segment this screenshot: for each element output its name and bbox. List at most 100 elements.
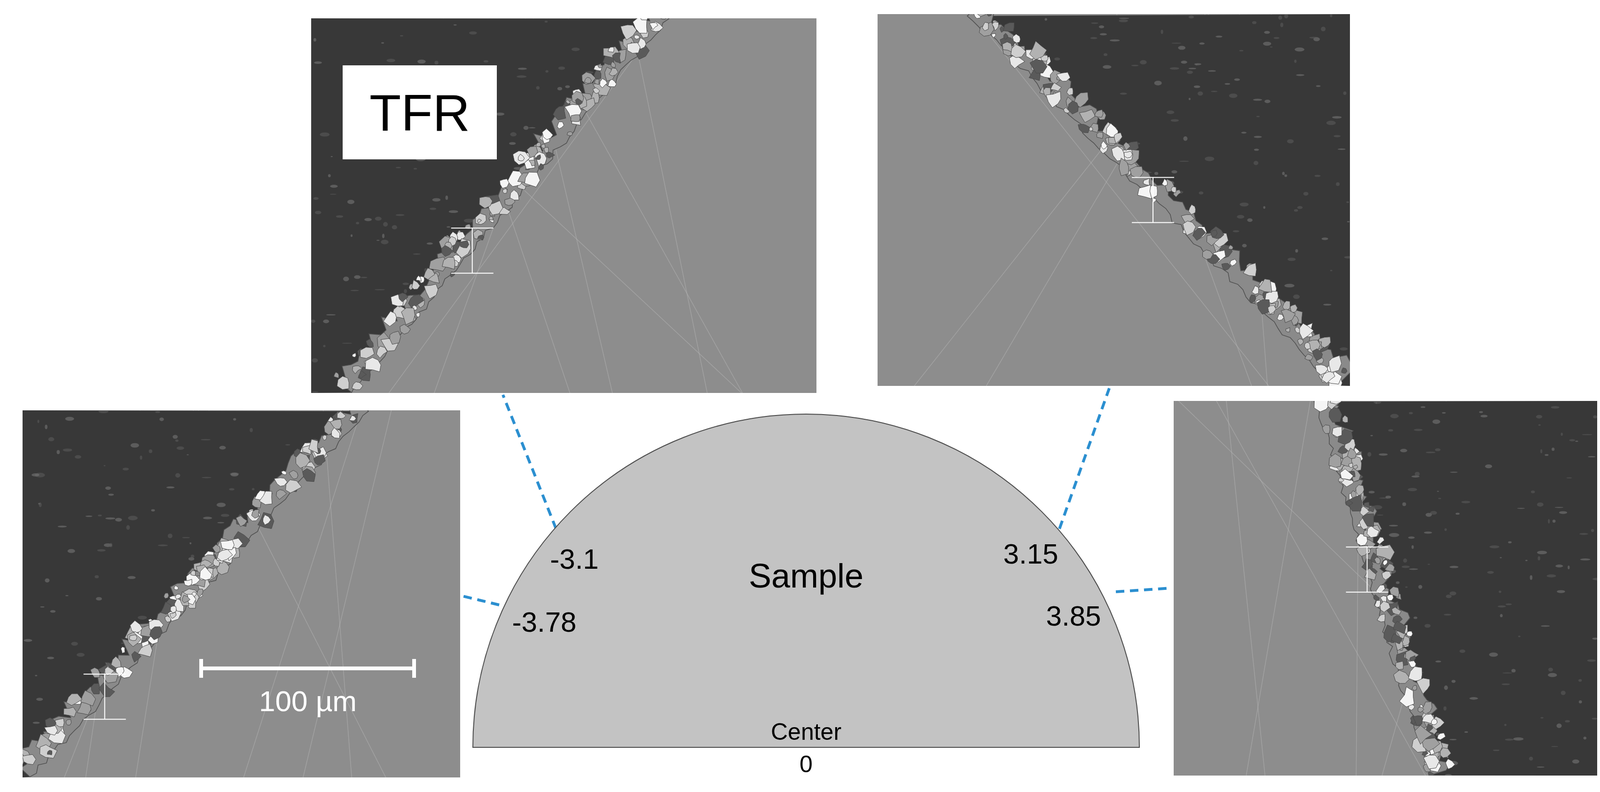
grain bbox=[609, 68, 619, 77]
resin-speck bbox=[219, 446, 227, 450]
resin-speck bbox=[533, 293, 538, 296]
resin-speck bbox=[1069, 165, 1077, 169]
resin-speck bbox=[1455, 512, 1460, 515]
resin-speck bbox=[1254, 148, 1260, 151]
resin-speck bbox=[261, 548, 267, 552]
resin-speck bbox=[1186, 70, 1193, 74]
resin-speck bbox=[812, 120, 817, 126]
resin-speck bbox=[625, 86, 632, 90]
resin-speck bbox=[935, 113, 938, 116]
resin-speck bbox=[160, 648, 165, 653]
resin-speck bbox=[105, 486, 111, 490]
resin-speck bbox=[415, 333, 421, 338]
grain bbox=[976, 14, 989, 17]
resin-speck bbox=[674, 62, 682, 65]
resin-speck bbox=[1328, 515, 1338, 520]
resin-speck bbox=[1207, 70, 1216, 72]
resin-speck bbox=[228, 566, 236, 569]
resin-speck bbox=[1192, 448, 1203, 451]
resin-speck bbox=[1204, 364, 1208, 366]
resin-speck bbox=[1278, 358, 1285, 361]
grain bbox=[1364, 502, 1370, 509]
resin-speck bbox=[1343, 91, 1347, 95]
resin-speck bbox=[168, 704, 178, 707]
resin-speck bbox=[1388, 429, 1393, 432]
resin-speck bbox=[790, 360, 796, 363]
grain bbox=[1416, 678, 1430, 695]
resin-speck bbox=[331, 775, 342, 777]
resin-speck bbox=[1306, 768, 1316, 771]
grain bbox=[1431, 718, 1438, 725]
resin-speck bbox=[350, 567, 358, 571]
resin-speck bbox=[1109, 39, 1120, 42]
grain bbox=[1257, 299, 1270, 314]
grain bbox=[1312, 348, 1323, 361]
resin-speck bbox=[1093, 291, 1101, 296]
resin-speck bbox=[761, 164, 769, 169]
resin-speck bbox=[1024, 290, 1034, 292]
resin-speck bbox=[1294, 209, 1299, 212]
resin-speck bbox=[1538, 423, 1541, 426]
resin-speck bbox=[211, 735, 220, 737]
resin-speck bbox=[1403, 558, 1407, 563]
resin-speck bbox=[717, 232, 725, 235]
resin-speck bbox=[1341, 674, 1350, 677]
grain bbox=[1281, 309, 1296, 323]
grain bbox=[1003, 33, 1008, 40]
grain bbox=[358, 370, 367, 379]
leader-line bbox=[462, 596, 500, 605]
resin-speck bbox=[1540, 716, 1544, 719]
resin-speck bbox=[1103, 53, 1108, 56]
resin-speck bbox=[992, 179, 996, 182]
grain bbox=[1067, 101, 1079, 115]
resin-speck bbox=[719, 189, 725, 193]
resin-speck bbox=[383, 221, 388, 227]
resin-speck bbox=[144, 749, 154, 752]
resin-speck bbox=[1032, 305, 1038, 307]
resin-speck bbox=[1309, 643, 1314, 644]
resin-speck bbox=[939, 19, 949, 23]
resin-speck bbox=[607, 188, 611, 190]
resin-speck bbox=[328, 174, 331, 178]
resin-speck bbox=[1321, 729, 1328, 731]
resin-speck bbox=[1341, 696, 1349, 701]
resin-speck bbox=[1192, 684, 1203, 690]
resin-speck bbox=[1121, 254, 1126, 258]
resin-speck bbox=[1131, 64, 1139, 67]
grain bbox=[566, 131, 573, 136]
resin-speck bbox=[588, 292, 595, 298]
resin-speck bbox=[445, 306, 450, 311]
resin-speck bbox=[164, 715, 172, 719]
grain bbox=[308, 439, 319, 454]
resin-speck bbox=[743, 268, 746, 274]
resin-speck bbox=[1290, 753, 1297, 758]
resin-speck bbox=[1556, 589, 1566, 593]
resin-speck bbox=[1420, 406, 1426, 408]
resin-speck bbox=[397, 475, 404, 478]
resin-speck bbox=[1202, 410, 1211, 413]
resin-speck bbox=[745, 212, 749, 214]
resin-speck bbox=[1054, 127, 1062, 130]
polish-scratch bbox=[630, 18, 708, 393]
grain bbox=[1408, 666, 1422, 682]
resin-speck bbox=[1375, 401, 1378, 404]
resin-speck bbox=[1231, 740, 1242, 745]
resin-speck bbox=[1564, 720, 1570, 723]
resin-speck bbox=[159, 417, 164, 422]
resin-speck bbox=[1435, 660, 1442, 663]
resin-speck bbox=[210, 606, 218, 609]
resin-speck bbox=[1223, 376, 1232, 381]
resin-speck bbox=[1102, 65, 1112, 70]
grain bbox=[1328, 355, 1342, 373]
resin-speck bbox=[727, 236, 733, 242]
resin-speck bbox=[1502, 672, 1513, 674]
resin-speck bbox=[200, 439, 211, 441]
grain bbox=[1418, 706, 1425, 713]
resin-speck bbox=[189, 542, 192, 545]
grain bbox=[1322, 424, 1330, 434]
resin-speck bbox=[1264, 530, 1274, 534]
resin-speck bbox=[103, 464, 106, 466]
center-label: Center bbox=[770, 719, 842, 746]
grain bbox=[130, 620, 143, 633]
grain bbox=[553, 105, 566, 120]
